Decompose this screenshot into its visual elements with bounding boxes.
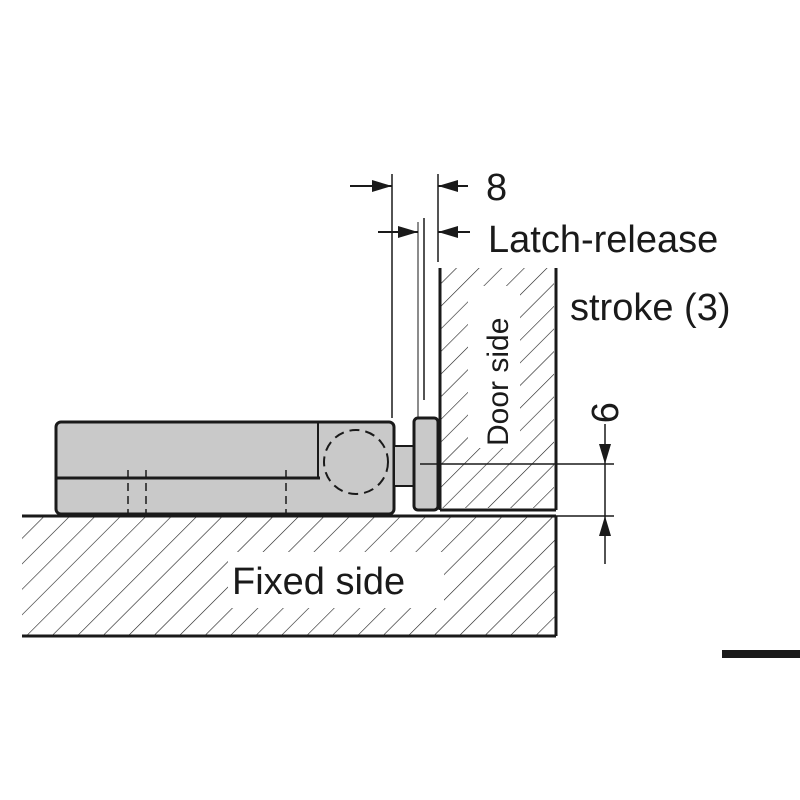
scale-bar <box>722 650 800 658</box>
dimension-latch-release <box>378 226 470 238</box>
dimension-8 <box>350 180 468 192</box>
catch-body <box>54 420 396 516</box>
fixed-side-block <box>22 514 558 638</box>
door-side-block <box>438 268 558 512</box>
dimension-9-label: 9 <box>583 402 625 423</box>
latch-release-label: Latch-release <box>488 219 718 261</box>
door-side-label: Door side <box>482 318 515 446</box>
fixed-side-label: Fixed side <box>232 561 405 603</box>
extension-lines <box>391 174 439 418</box>
latch-ball-hidden <box>323 429 389 495</box>
dimension-8-label: 8 <box>486 167 507 209</box>
dimension-9 <box>420 424 614 564</box>
stroke-label: stroke (3) <box>570 287 730 329</box>
